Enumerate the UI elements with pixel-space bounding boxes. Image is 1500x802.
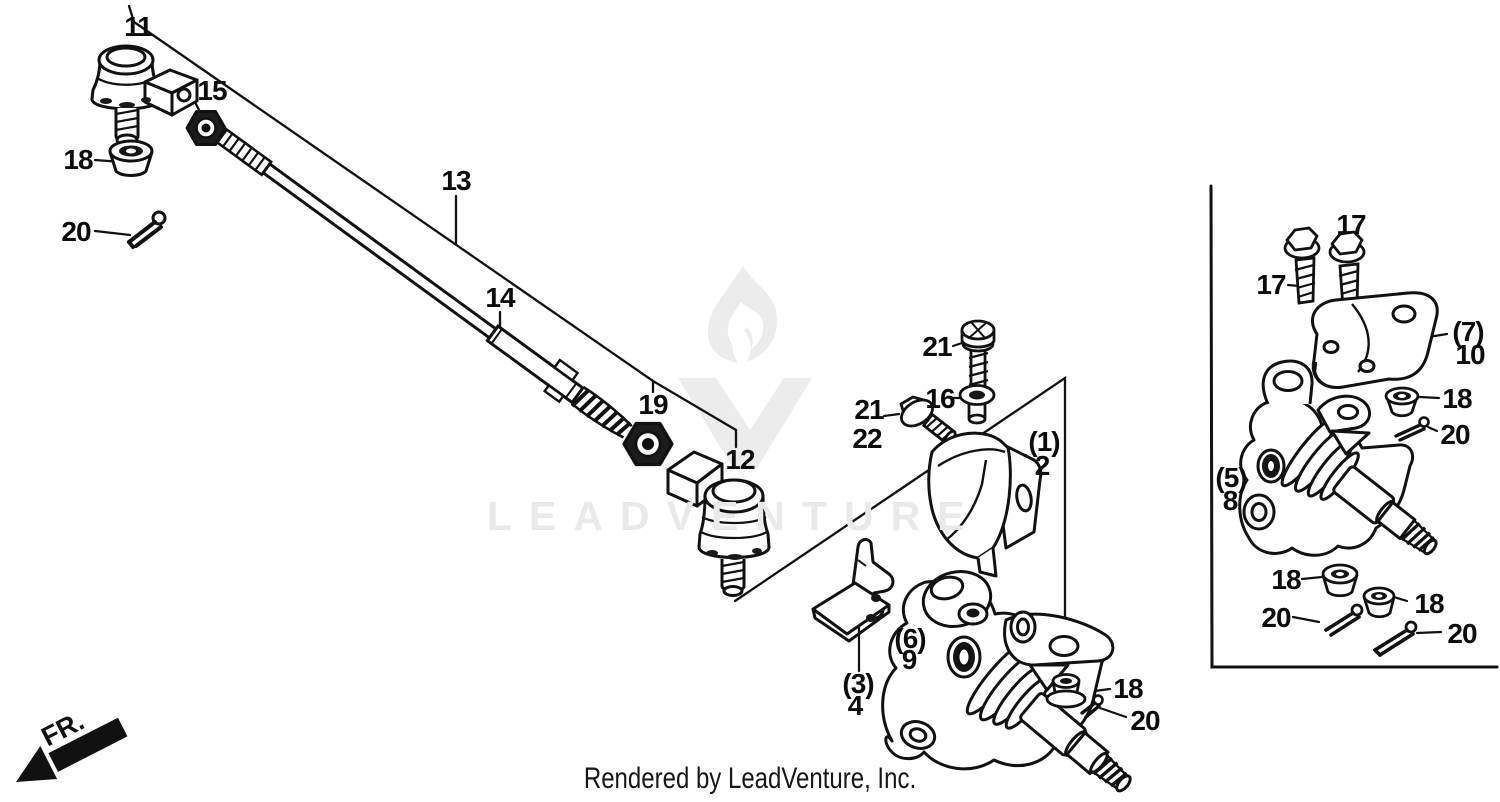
seal-18-upper-left <box>108 139 154 177</box>
callout-18-c: 18 <box>1442 383 1472 414</box>
locknut-19 <box>622 421 674 467</box>
callout-1-paren: (1) <box>1028 426 1060 457</box>
callout-20-a: 20 <box>61 216 91 247</box>
callout-7-paren: (7) <box>1452 316 1484 347</box>
callout-22: 22 <box>852 423 882 454</box>
seal-18-right-lower-b <box>1362 586 1396 619</box>
seal-16 <box>958 384 996 425</box>
callout-5-paren: (5) <box>1215 462 1247 493</box>
knuckle-right-5-8 <box>1238 359 1438 557</box>
bolt-17-b <box>1328 230 1366 310</box>
tie-rod-end-lower-12 <box>666 450 771 597</box>
cotter-pin-20-right-lower-b <box>1373 620 1418 657</box>
cotter-pin-20-right-upper <box>1394 416 1430 442</box>
assembly-lines <box>127 4 1499 669</box>
callout-8: 8 <box>1222 485 1239 516</box>
leadventure-watermark: LEADVENTURE <box>487 493 982 539</box>
callout-20-b: 20 <box>1130 705 1160 736</box>
callout-18-a: 18 <box>63 144 93 175</box>
callout-12: 12 <box>725 444 755 475</box>
callout-13: 13 <box>441 165 471 196</box>
leadventure-v-icon <box>678 378 812 468</box>
cotter-pin-20-upper-left <box>127 210 167 249</box>
callout-16: 16 <box>925 383 955 414</box>
cotter-pin-20-left-knuckle <box>1080 694 1104 719</box>
callout-11: 11 <box>124 11 153 42</box>
callout-21-a: 21 <box>922 331 952 362</box>
knuckle-left <box>881 570 1132 793</box>
seal-18-right-upper <box>1384 386 1420 418</box>
cotter-pin-20-right-lower-a <box>1324 603 1364 637</box>
seal-18-right-lower-a <box>1321 563 1359 598</box>
callout-3-paren: (3) <box>842 668 874 699</box>
knuckle-guard-1-2 <box>927 431 1043 578</box>
callout-4: 4 <box>847 690 864 721</box>
tie-rod-13-14 <box>215 127 633 439</box>
callout-20-c: 20 <box>1440 419 1470 450</box>
callout-10: 10 <box>1455 339 1485 370</box>
footer-credit: Rendered by LeadVenture, Inc. <box>583 762 917 795</box>
callout-18-b: 18 <box>1113 673 1143 704</box>
callout-21-b: 21 <box>854 394 884 425</box>
seal-18-left-knuckle <box>1045 673 1087 709</box>
callout-18-e: 18 <box>1414 588 1444 619</box>
callout-2: 2 <box>1034 450 1051 481</box>
callout-19: 19 <box>638 389 668 420</box>
callout-9: 9 <box>901 644 918 675</box>
callout-14: 14 <box>485 282 515 313</box>
nut-15 <box>185 110 227 146</box>
bolt-17-a <box>1283 226 1321 305</box>
bolt-21 <box>960 319 996 390</box>
leadventure-flame-icon <box>707 266 778 363</box>
callout-20-d: 20 <box>1261 602 1291 633</box>
callout-17-b: 17 <box>1256 269 1286 300</box>
fr-direction-arrow: FR. <box>16 706 128 782</box>
callout-18-d: 18 <box>1271 564 1301 595</box>
callout-15: 15 <box>197 75 227 106</box>
tie-rod-end-upper-11 <box>90 44 199 147</box>
brake-panel-3-4 <box>811 538 895 643</box>
callout-6-paren: (6) <box>894 623 926 654</box>
callout-17-a: 17 <box>1336 209 1366 240</box>
arm-plate-7-10 <box>1311 291 1439 389</box>
callout-20-e: 20 <box>1447 618 1477 649</box>
